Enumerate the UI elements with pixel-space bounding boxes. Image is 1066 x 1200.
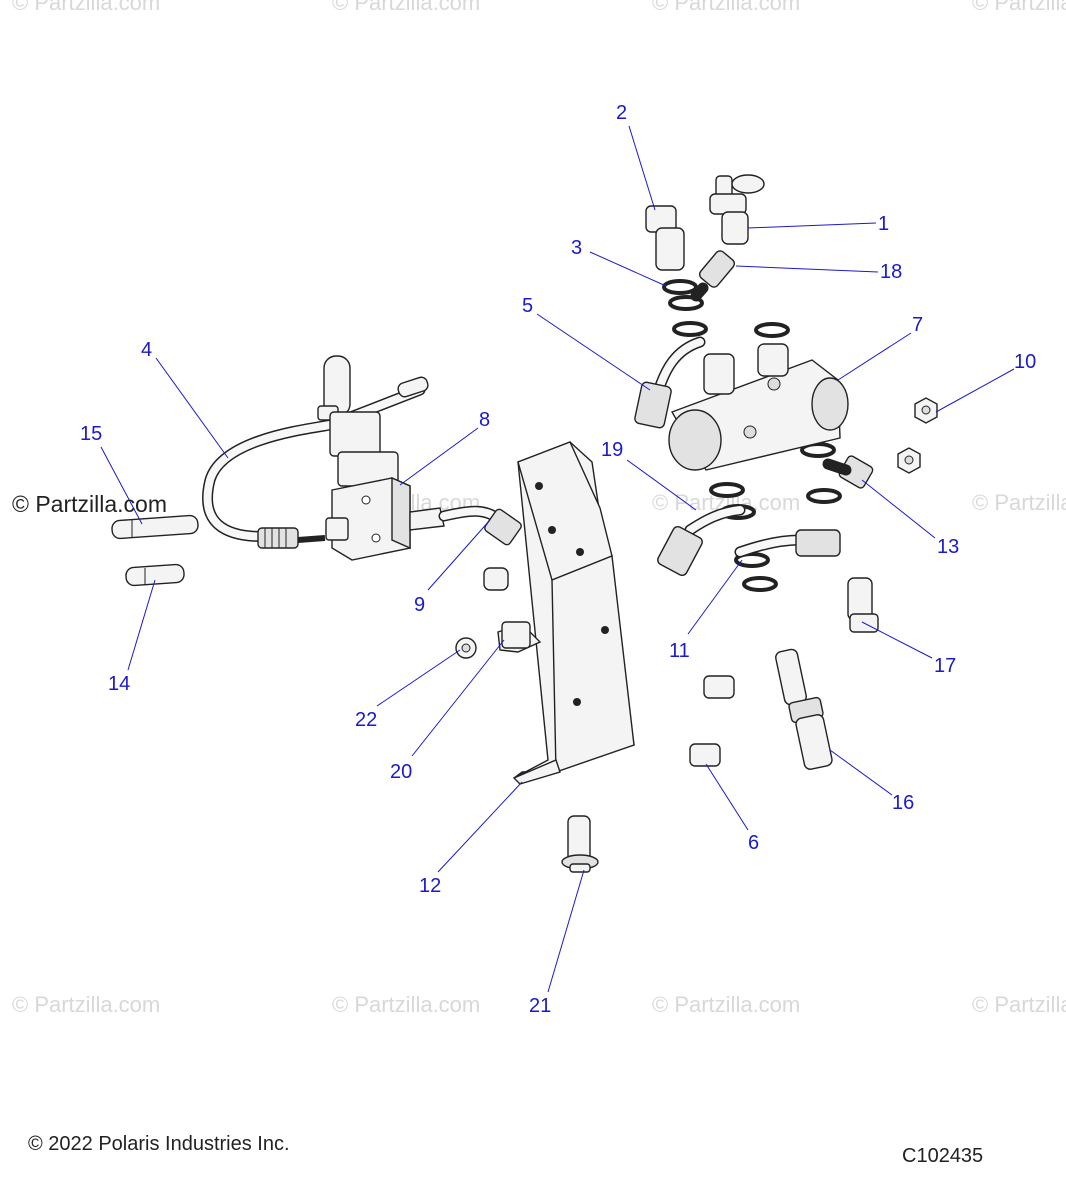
leader-20 — [411, 639, 505, 757]
part-9-fitting — [484, 508, 522, 546]
callout-11[interactable]: 11 — [669, 640, 690, 662]
part-8-valve — [317, 355, 506, 561]
part-13-fitting — [822, 455, 874, 489]
part-5-fitting — [634, 336, 706, 429]
callout-8[interactable]: 8 — [479, 409, 490, 431]
watermark-layer: © Partzilla.com © Partzilla.com © Partzi… — [12, 0, 1066, 1017]
watermark-text: © Partzilla.com — [332, 0, 480, 15]
leader-10 — [935, 368, 1015, 413]
callout-20[interactable]: 20 — [390, 761, 412, 783]
watermark-text: © Partzilla.com — [12, 992, 160, 1017]
leader-1 — [747, 222, 877, 229]
part-6-bolt — [689, 675, 735, 767]
leader-16 — [829, 749, 893, 796]
callout-5[interactable]: 5 — [522, 295, 533, 317]
callout-7[interactable]: 7 — [912, 314, 923, 336]
callout-6[interactable]: 6 — [748, 832, 759, 854]
callout-18[interactable]: 18 — [880, 261, 902, 283]
part-grommet — [483, 567, 509, 591]
part-21-bolt — [561, 815, 599, 873]
leader-19 — [626, 459, 697, 511]
leader-18 — [735, 265, 879, 273]
watermark-logo: © Partzilla.com — [12, 491, 167, 517]
callout-10[interactable]: 10 — [1014, 351, 1036, 373]
callout-19[interactable]: 19 — [601, 439, 623, 461]
leader-17 — [861, 621, 933, 659]
watermark-text: © Partzilla.com — [972, 992, 1066, 1017]
part-1-bleeder — [709, 174, 765, 245]
part-2-banjo-bolt — [645, 205, 685, 271]
callout-13[interactable]: 13 — [937, 536, 959, 558]
parts-layer — [111, 174, 938, 873]
part-22-grommet — [455, 637, 477, 659]
leader-4 — [155, 357, 229, 459]
leader-2 — [628, 125, 656, 211]
callout-15[interactable]: 15 — [80, 423, 102, 445]
watermark-text: © Partzilla.com — [652, 0, 800, 15]
callout-1[interactable]: 1 — [878, 213, 889, 235]
leader-6 — [705, 763, 749, 831]
watermark-text: © Partzilla.com — [972, 0, 1066, 15]
leader-7 — [837, 332, 912, 381]
part-18-fitting — [690, 250, 736, 302]
callout-4[interactable]: 4 — [141, 339, 152, 361]
leader-8 — [399, 427, 479, 486]
callout-9[interactable]: 9 — [414, 594, 425, 616]
watermark-text: © Partzilla.com — [12, 0, 160, 15]
leader-21 — [547, 869, 585, 993]
callout-14[interactable]: 14 — [108, 673, 130, 695]
leader-12 — [437, 781, 523, 873]
part-19-fitting — [657, 504, 746, 576]
part-20-nut — [497, 621, 542, 653]
part-14-bolt — [125, 563, 185, 587]
leader-11 — [687, 559, 743, 635]
callout-17[interactable]: 17 — [934, 655, 956, 677]
part-11-fitting — [734, 529, 841, 558]
part-10-nut — [897, 397, 938, 474]
leader-5 — [536, 313, 651, 391]
part-17-banjo-bolt — [847, 577, 879, 633]
watermark-text: © Partzilla.com — [332, 992, 480, 1017]
callout-21[interactable]: 21 — [529, 995, 551, 1017]
callout-16[interactable]: 16 — [892, 792, 914, 814]
callout-2[interactable]: 2 — [616, 102, 627, 124]
leader-14 — [127, 579, 156, 671]
callout-layer: 1 2 3 4 5 6 7 8 9 10 11 12 13 14 15 16 1… — [80, 102, 1036, 1017]
leader-13 — [861, 479, 936, 539]
part-7-junction-block — [668, 343, 849, 471]
copyright-text: © 2022 Polaris Industries Inc. — [28, 1133, 290, 1155]
watermark-text: © Partzilla.com — [972, 490, 1066, 515]
part-16-bleeder-bolt — [775, 648, 833, 770]
watermark-text: © Partzilla.com — [652, 992, 800, 1017]
callout-22[interactable]: 22 — [355, 709, 377, 731]
leader-lines — [100, 125, 1015, 993]
part-15-bolt — [111, 514, 199, 540]
callout-12[interactable]: 12 — [419, 875, 441, 897]
callout-3[interactable]: 3 — [571, 237, 582, 259]
part-12-bracket — [512, 441, 635, 785]
leader-9 — [427, 519, 491, 591]
diagram-code: C102435 — [902, 1145, 984, 1167]
part-4-brake-line — [202, 376, 429, 549]
leader-15 — [100, 446, 143, 525]
leader-3 — [589, 251, 667, 287]
leader-22 — [376, 649, 461, 707]
